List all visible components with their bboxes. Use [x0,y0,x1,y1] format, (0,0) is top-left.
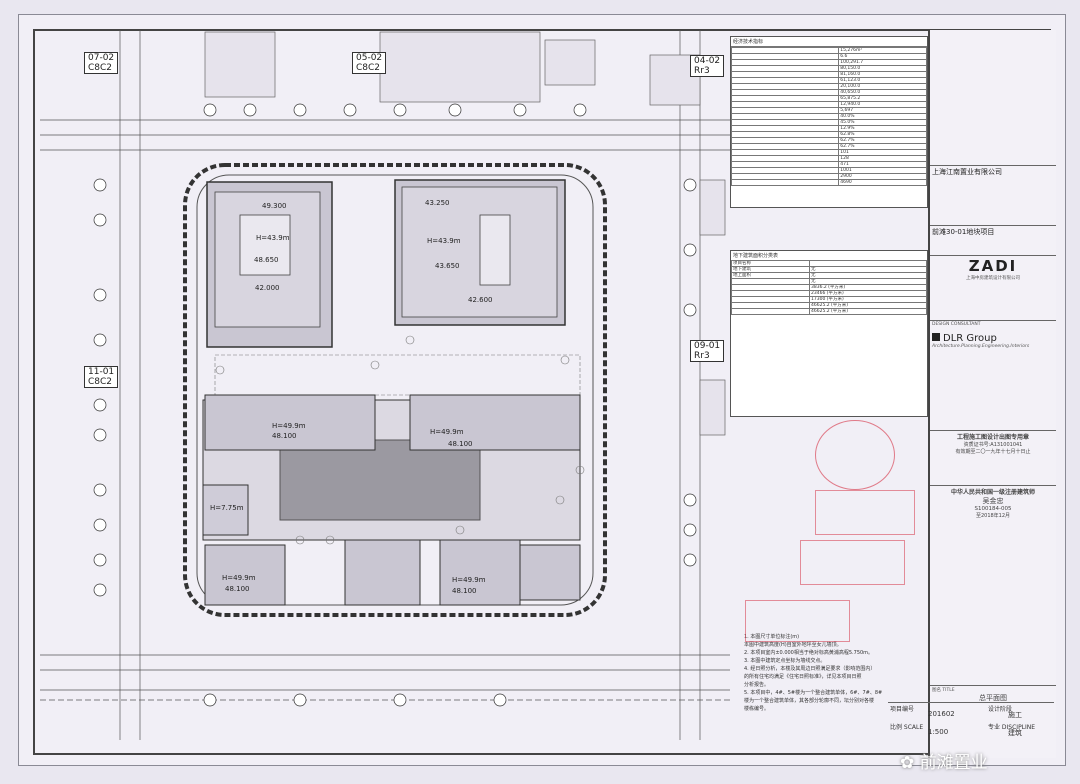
building-elev: 48.100 [272,432,297,440]
building-elev-low: 42.000 [255,284,280,292]
note-line: 本图中建筑高度(H)自室外地坪至女儿墙顶。 [744,642,842,648]
note-line: 2. 本项目室内±0.000相当于绝对标高黄浦高程5.750m。 [744,650,874,656]
building-height: H=49.9m [222,574,256,582]
note-line: 4. 经日照分析，本楼及其周边日照满足要求（影响范围内） [744,666,876,672]
note-line: 3. 本图中建筑定点坐标为墙线交点。 [744,658,826,664]
building-elev: 48.100 [452,587,477,595]
client-name: 上海江南置业有限公司 [930,165,1056,190]
building-elev-mid: 48.650 [254,256,279,264]
note-line: 楼栋编号。 [744,706,770,712]
building-elev-top: 43.250 [425,199,450,207]
red-seal-stamp [815,490,915,535]
building-height: H=7.75m [210,504,244,512]
building-height: H=49.9m [452,576,486,584]
drawing-title: 图名 TITLE 总平面图 [930,685,1056,705]
building-height: H=43.9m [427,237,461,245]
building-height: H=43.9m [256,234,290,242]
project-name: 前滩30-01地块项目 [930,225,1056,245]
building-elev-top: 49.300 [262,202,287,210]
consultant-block: DESIGN CONSULTANT DLR Group Architecture… [930,320,1056,380]
note-line: 楼为一个整合建筑单体，其各部分轮廓不同，坛分别对各楼 [744,698,875,704]
note-line: 的所有住宅均满足《住宅日照标准》，详见本项目日照 [744,674,862,680]
building-elev-mid: 43.650 [435,262,460,270]
table-row: 4690 [730,179,927,186]
design-seal: 工程施工图设计出图专用章 资质证书号:A131001041 有效期至二〇一九年十… [930,430,1056,480]
building-height: H=49.9m [272,422,306,430]
building-elev: 48.100 [448,440,473,448]
underground-area-table: 地下建筑面积分类表 项目名称 地下建筑无 地上面积无 无 3836.2 (平方米… [730,250,928,417]
building-elev: 48.100 [225,585,250,593]
building-height: H=49.9m [430,428,464,436]
red-seal-stamp [800,540,905,585]
red-seal-stamp [815,420,895,490]
note-line: 分析报告。 [744,682,770,688]
chat-bubble-icon: ✿ [900,753,920,773]
note-line: 5. 本项目中，4#、5#楼为一个整合建筑单体，6#、7#、8# [744,690,883,696]
drawing-notes: 1. 本图尺寸单位标注(m) 本图中建筑高度(H)自室外地坪至女儿墙顶。 2. 本… [744,633,924,713]
building-elev-low: 42.600 [468,296,493,304]
note-line: 1. 本图尺寸单位标注(m) [744,634,800,640]
registered-architect-seal: 中华人民共和国一级注册建筑师 吴金忠 S100184-005 至2018年12月 [930,485,1056,540]
watermark: ✿ 前滩置业 [900,753,988,773]
title-block: 上海江南置业有限公司 前滩30-01地块项目 ZADI 上海中房建筑设计有限公司… [928,30,1056,758]
drawing-info: 项目编号 201602 设计阶段 施工 比例 SCALE 1:500 专业 DI… [888,702,1054,742]
firm-logo: ZADI 上海中房建筑设计有限公司 [930,255,1056,315]
red-seal-stamp [745,600,850,642]
